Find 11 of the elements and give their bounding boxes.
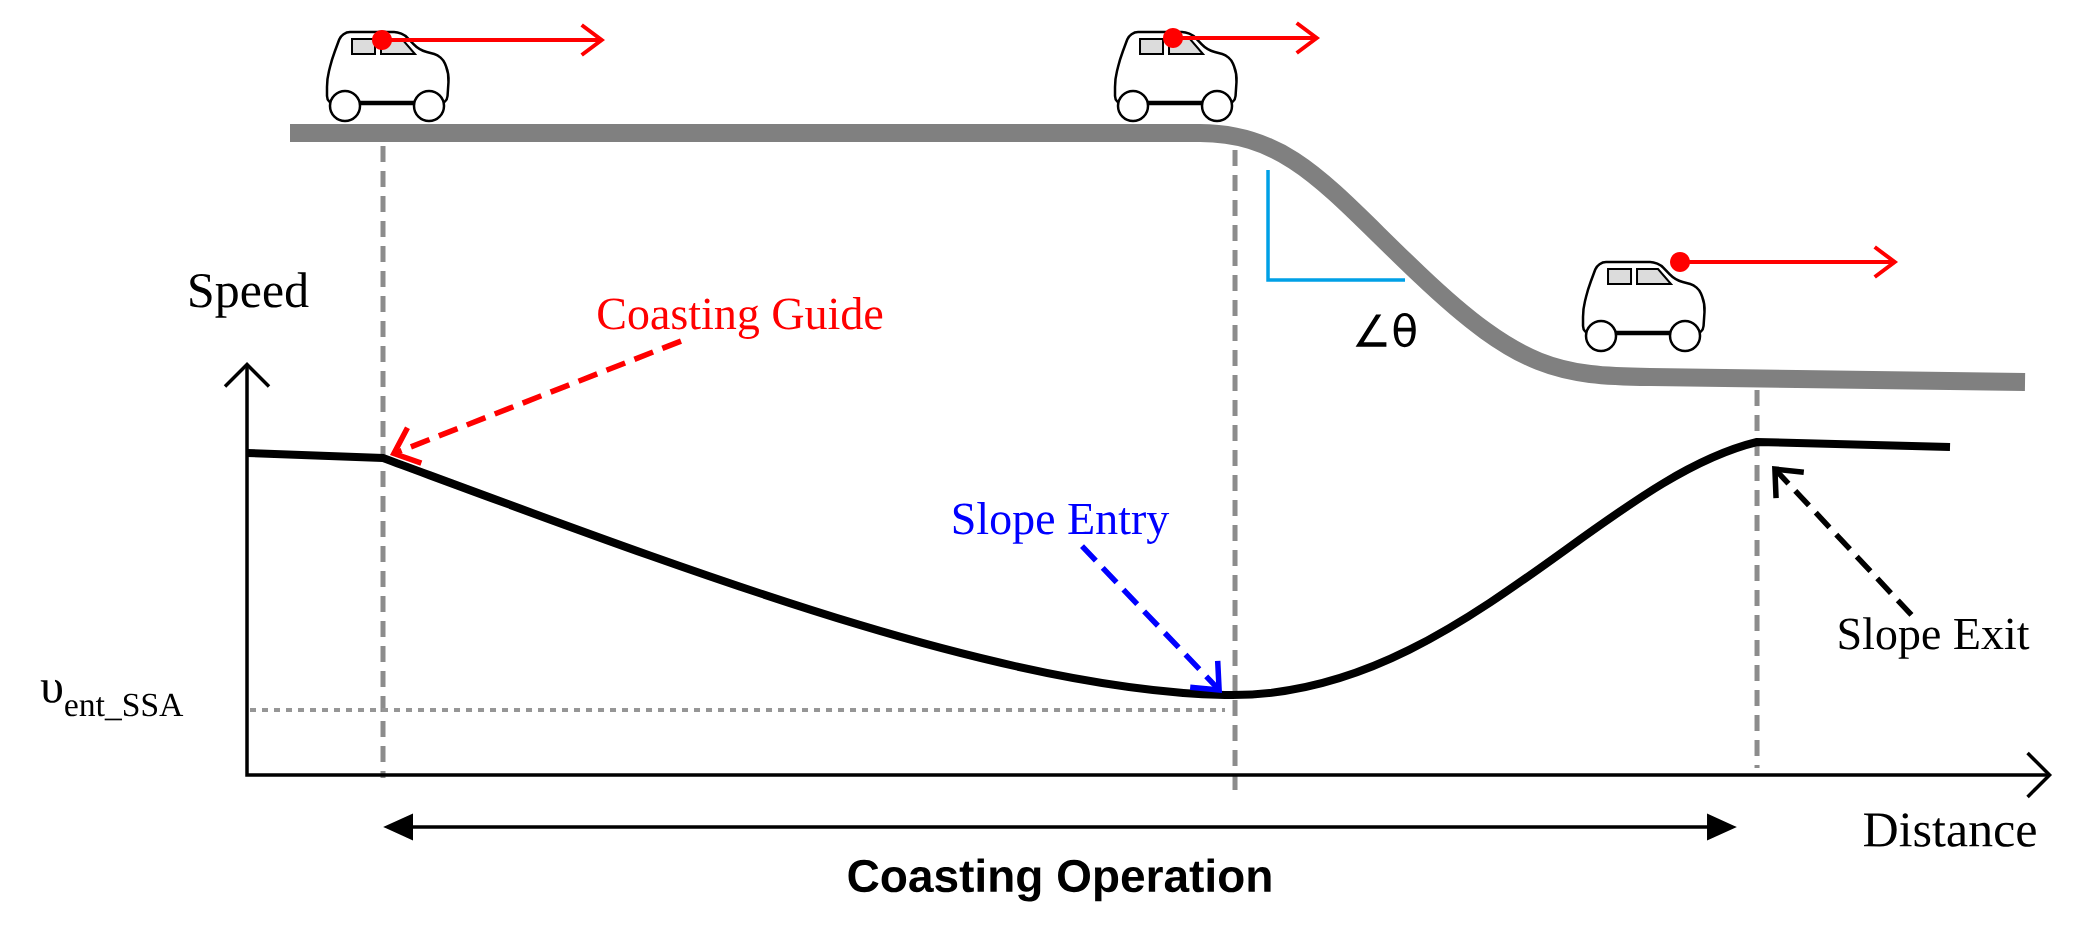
axis-label: ∠θ xyxy=(1355,312,1416,348)
axis-label: υ$_{ent_SSA}$ xyxy=(40,679,184,721)
callout-label: Slope Entry xyxy=(953,502,1170,544)
axis-label: Distance xyxy=(1864,813,2036,847)
leader-arrow xyxy=(1080,544,1223,693)
axis-label: Coasting Operation xyxy=(848,858,1271,902)
axis-label: Speed xyxy=(190,272,309,318)
callout-label: Coasting Guide xyxy=(598,297,883,339)
callout-label: Slope Exit xyxy=(1839,617,2030,659)
leader-arrow xyxy=(390,338,682,466)
leader-arrow xyxy=(1772,466,1914,617)
